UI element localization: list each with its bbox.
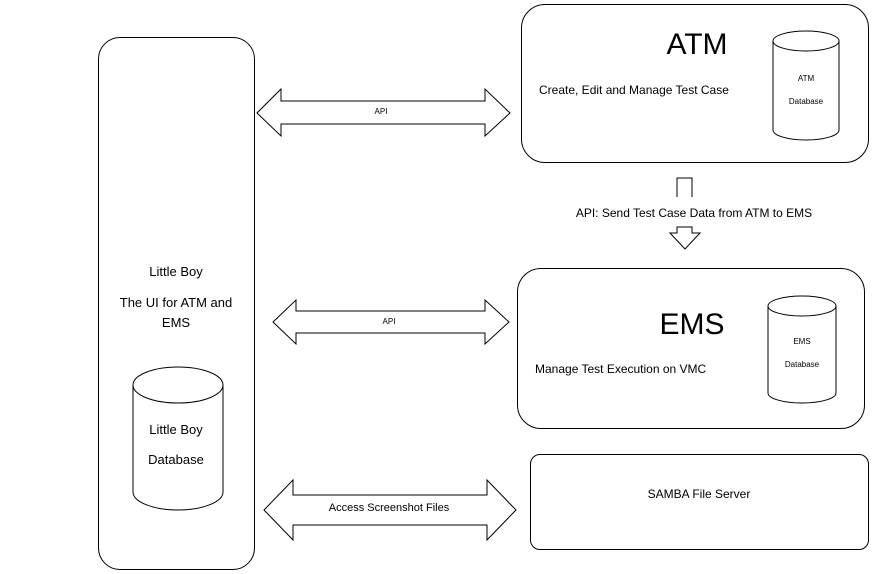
little-boy-description-line1: The UI for ATM and	[119, 295, 233, 310]
screenshot-label: Access Screenshot Files	[328, 502, 450, 514]
atm-database-cylinder	[772, 30, 840, 141]
atm-api-double-arrow	[256, 87, 511, 138]
screenshot-double-arrow	[263, 478, 517, 542]
atm-description: Create, Edit and Manage Test Case	[539, 83, 729, 97]
atm-to-ems-arrow-top	[676, 177, 693, 197]
ems-api-double-arrow	[272, 298, 510, 346]
ems-title: EMS	[659, 308, 725, 341]
ems-database-cylinder	[767, 295, 837, 404]
ems-database-label-line1: EMS	[793, 337, 811, 346]
little-boy-title: Little Boy	[149, 264, 203, 279]
ems-database-label-line2: Database	[784, 360, 820, 369]
little-boy-description-line2: EMS	[161, 315, 191, 330]
atm-to-ems-label: API: Send Test Case Data from ATM to EMS	[575, 206, 813, 220]
atm-api-label: API	[374, 107, 388, 116]
atm-database-label-line2: Database	[788, 97, 824, 106]
samba-box	[530, 454, 869, 550]
little-boy-database-label-line2: Database	[148, 452, 204, 467]
little-boy-database-label-line1: Little Boy	[149, 422, 203, 437]
atm-database-label-line1: ATM	[797, 74, 815, 83]
ems-description: Manage Test Execution on VMC	[535, 362, 707, 376]
ems-api-label: API	[382, 317, 396, 326]
little-boy-database-cylinder	[132, 366, 224, 511]
samba-title: SAMBA File Server	[647, 487, 751, 501]
atm-to-ems-arrow-head	[668, 226, 702, 250]
atm-title: ATM	[666, 28, 728, 61]
